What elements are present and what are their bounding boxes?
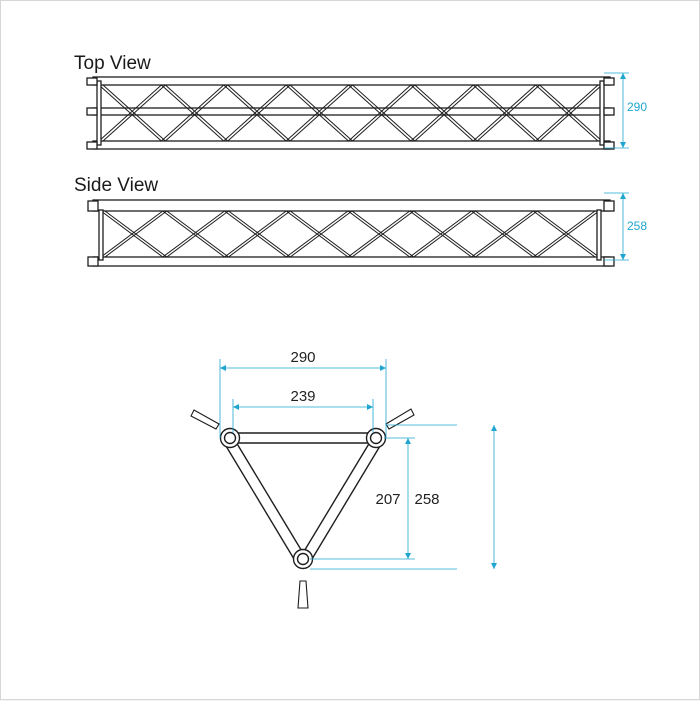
top-view-fitting [603, 77, 615, 86]
top-view-truss [86, 76, 615, 150]
cross-section [190, 408, 415, 609]
cross-section-chord-bottom [292, 548, 314, 570]
lacing-member [347, 210, 411, 258]
lacing-member [101, 210, 164, 258]
lacing-member [228, 210, 291, 258]
coupler-left [190, 409, 220, 430]
cross-section-right-brace [311, 445, 381, 560]
top-view-middle-chord [92, 107, 611, 116]
cross-section-left-brace [235, 441, 304, 554]
top-view-height-label: 290 [627, 100, 647, 114]
lacing-member [102, 84, 166, 142]
lacing-member [289, 210, 353, 258]
side-view-left-end-plate [98, 209, 104, 261]
side-view-fitting [603, 200, 615, 212]
cross-section-inner-width-label: 239 [290, 388, 315, 405]
lacing-member [352, 84, 416, 142]
top-view-fitting [86, 141, 98, 150]
top-view-title: Top View [74, 53, 151, 74]
lacing-member [414, 84, 478, 142]
side-view-height-dimension: 258 [604, 192, 647, 261]
lacing-member [104, 210, 168, 258]
lacing-member [476, 84, 540, 142]
top-view-fitting [603, 107, 615, 116]
top-view-height-dimension: 290 [604, 72, 647, 149]
lacing-member [351, 210, 415, 258]
cross-section-right-brace [302, 441, 371, 554]
side-view-fitting [87, 200, 99, 212]
cross-section-chord-right [365, 427, 387, 449]
lacing-member [535, 84, 599, 142]
side-view-truss [87, 199, 615, 267]
cross-section-left-brace [225, 445, 295, 560]
side-view-fitting [603, 256, 615, 267]
coupler-right [385, 408, 415, 430]
top-view-fitting [86, 77, 98, 86]
lacing-member [285, 84, 349, 142]
side-view-title: Side View [74, 175, 158, 196]
top-view-upper-chord [92, 76, 611, 86]
lacing-member [410, 84, 474, 142]
lacing-member [536, 211, 598, 258]
lacing-member [223, 84, 287, 142]
lacing-member [471, 210, 534, 258]
lacing-member [165, 84, 229, 142]
lacing-member [472, 84, 536, 142]
coupler-bottom [297, 580, 309, 609]
cross-section-outer-height-label: 258 [414, 491, 439, 508]
cross-section-inner-height-label: 207 [375, 491, 400, 508]
lacing-member [475, 210, 538, 258]
side-view-fitting [87, 256, 99, 267]
side-view-height-label: 258 [627, 219, 647, 233]
side-view-right-end-plate [596, 209, 602, 261]
lacing-member [539, 84, 603, 142]
top-view-lower-chord [92, 140, 611, 150]
side-view-lower-chord [92, 256, 611, 267]
lacing-member [532, 210, 596, 258]
lacing-member [409, 210, 472, 258]
lacing-member [413, 210, 476, 258]
side-view-lacing [101, 210, 598, 258]
lacing-member [166, 210, 229, 258]
lacing-member [348, 84, 412, 142]
side-view-upper-chord [92, 199, 611, 212]
cross-section-outer-width-label: 290 [290, 349, 315, 366]
lacing-member [289, 84, 353, 142]
lacing-member [224, 210, 287, 258]
lacing-member [161, 84, 225, 142]
lacing-member [285, 210, 349, 258]
lacing-member [98, 84, 162, 142]
cross-section-chord-left [219, 427, 241, 449]
top-view-lacing [98, 84, 603, 142]
cross-section-dimensions [219, 359, 497, 570]
lacing-member [227, 84, 291, 142]
top-view-fitting [603, 141, 615, 150]
top-view-fitting [86, 107, 98, 116]
lacing-member [162, 210, 225, 258]
